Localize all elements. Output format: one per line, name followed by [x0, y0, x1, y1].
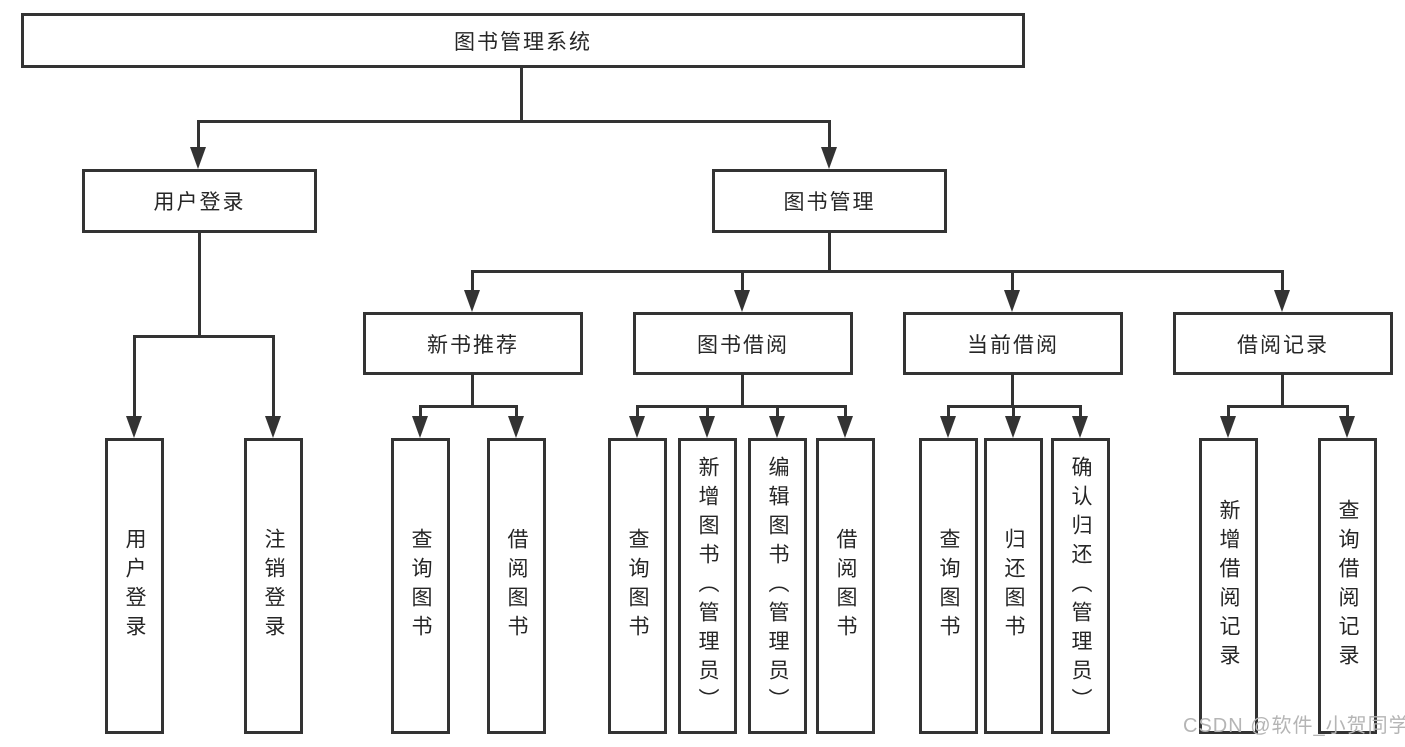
arrow-down-icon	[126, 416, 142, 438]
leaf-return-books: 归还图书	[984, 438, 1043, 734]
edge-line	[419, 405, 422, 418]
arrow-down-icon	[1339, 416, 1355, 438]
leaf-edit-books-admin: 编辑图书（管理员）	[748, 438, 807, 734]
edge-line	[741, 272, 744, 292]
edge-line	[776, 405, 779, 418]
leaf-search-books-recommend: 查询图书	[391, 438, 450, 734]
edge-line	[636, 405, 639, 418]
edge-line	[1281, 375, 1284, 408]
edge-line	[133, 335, 275, 338]
edge-line	[741, 375, 744, 408]
edge-line	[828, 233, 831, 273]
arrow-down-icon	[1004, 290, 1020, 312]
arrow-down-icon	[508, 416, 524, 438]
node-label: 新书推荐	[427, 333, 519, 357]
arrow-down-icon	[1220, 416, 1236, 438]
edge-line	[419, 405, 518, 408]
arrow-down-icon	[940, 416, 956, 438]
edge-line	[947, 405, 950, 418]
arrow-down-icon	[1072, 416, 1088, 438]
arrow-down-icon	[464, 290, 480, 312]
leaf-add-books-admin: 新增图书（管理员）	[678, 438, 737, 734]
edge-line	[520, 68, 523, 122]
arrow-down-icon	[769, 416, 785, 438]
edge-line	[1281, 272, 1284, 292]
arrow-down-icon	[629, 416, 645, 438]
edge-line	[1227, 405, 1230, 418]
edge-line	[272, 335, 275, 417]
node-user-login: 用户登录	[82, 169, 317, 233]
node-label: 图书管理系统	[454, 30, 592, 54]
edge-line	[1011, 272, 1014, 292]
arrow-down-icon	[1005, 416, 1021, 438]
node-label: 新增图书（管理员）	[696, 455, 720, 717]
arrow-down-icon	[837, 416, 853, 438]
edge-line	[197, 120, 831, 123]
arrow-down-icon	[1274, 290, 1290, 312]
edge-line	[133, 335, 136, 417]
leaf-borrow-books-recommend: 借阅图书	[487, 438, 546, 734]
node-book-management: 图书管理	[712, 169, 947, 233]
node-label: 借阅记录	[1237, 333, 1329, 357]
node-library-management-system: 图书管理系统	[21, 13, 1025, 68]
edge-line	[706, 405, 709, 418]
edge-line	[636, 405, 847, 408]
node-label: 图书管理	[783, 191, 876, 214]
arrow-down-icon	[412, 416, 428, 438]
node-label: 归还图书	[1002, 528, 1026, 644]
edge-line	[844, 405, 847, 418]
node-book-borrowing: 图书借阅	[633, 312, 853, 375]
node-label: 借阅图书	[505, 528, 529, 644]
edge-line	[1346, 405, 1349, 418]
edge-line	[471, 375, 474, 408]
leaf-borrow-books-borrowing: 借阅图书	[816, 438, 875, 734]
node-label: 借阅图书	[834, 528, 858, 644]
arrow-down-icon	[734, 290, 750, 312]
node-new-book-recommendation: 新书推荐	[363, 312, 583, 375]
node-current-borrowing: 当前借阅	[903, 312, 1123, 375]
node-label: 当前借阅	[967, 333, 1059, 357]
node-borrowing-records: 借阅记录	[1173, 312, 1393, 375]
leaf-logout: 注销登录	[244, 438, 303, 734]
edge-line	[1227, 405, 1349, 408]
arrow-down-icon	[190, 147, 206, 169]
edge-line	[198, 233, 201, 337]
node-label: 查询借阅记录	[1336, 499, 1360, 673]
arrow-down-icon	[821, 147, 837, 169]
edge-line	[1079, 405, 1082, 418]
node-label: 查询图书	[626, 528, 650, 644]
node-label: 注销登录	[262, 528, 286, 644]
leaf-search-borrow-record: 查询借阅记录	[1318, 438, 1377, 734]
edge-line	[515, 405, 518, 418]
edge-line	[947, 405, 1082, 408]
node-label: 查询图书	[937, 528, 961, 644]
edge-line	[1012, 405, 1015, 418]
leaf-user-login: 用户登录	[105, 438, 164, 734]
arrow-down-icon	[265, 416, 281, 438]
edge-line	[1011, 375, 1014, 408]
edge-line	[197, 120, 200, 149]
node-label: 确认归还（管理员）	[1069, 455, 1093, 717]
node-label: 新增借阅记录	[1217, 499, 1241, 673]
leaf-search-books-borrowing: 查询图书	[608, 438, 667, 734]
leaf-search-books-current: 查询图书	[919, 438, 978, 734]
leaf-add-borrow-record: 新增借阅记录	[1199, 438, 1258, 734]
arrow-down-icon	[699, 416, 715, 438]
node-label: 用户登录	[123, 528, 147, 644]
csdn-watermark: CSDN @软件_小贺同学	[1183, 715, 1405, 737]
edge-line	[471, 270, 1284, 273]
node-label: 查询图书	[409, 528, 433, 644]
node-label: 用户登录	[153, 191, 246, 214]
node-label: 图书借阅	[697, 333, 789, 357]
edge-line	[471, 272, 474, 292]
node-label: 编辑图书（管理员）	[766, 455, 790, 717]
edge-line	[828, 120, 831, 149]
leaf-confirm-return-admin: 确认归还（管理员）	[1051, 438, 1110, 734]
